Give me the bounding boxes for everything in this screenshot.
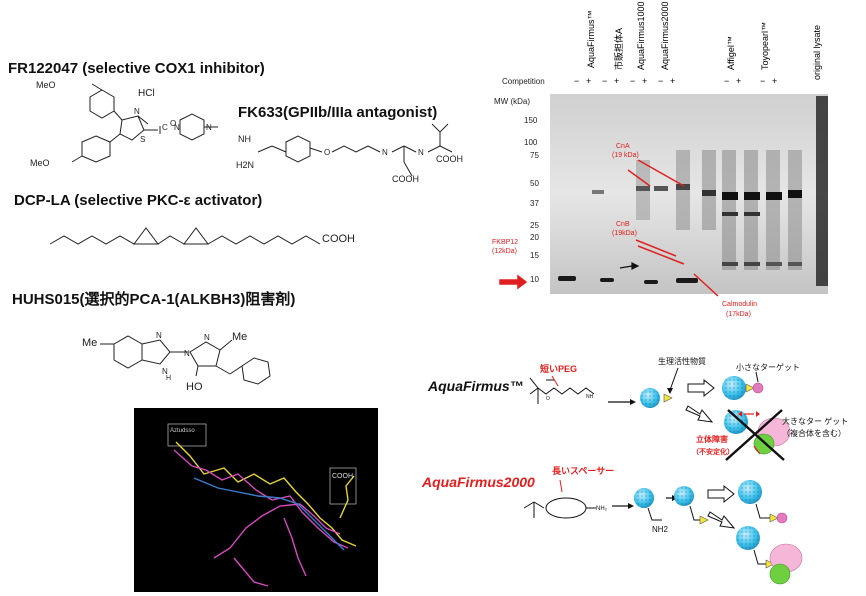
bioactive-label: 生理活性物質 [658, 356, 706, 366]
mw-50: 50 [530, 179, 539, 188]
fk-cooh-2: COOH [392, 174, 419, 184]
svg-text:N: N [156, 331, 162, 340]
short-peg-label: 短いPEG [540, 363, 577, 374]
lane-aquafirmus: AquaFirmus™ [586, 10, 596, 68]
sign: − [602, 76, 608, 86]
dcp-la-structure: COOH [49, 227, 355, 245]
h2n-label: H2N [236, 160, 254, 170]
calmodulin-label-line2: (17kDa) [726, 311, 751, 318]
mw-20: 20 [530, 233, 539, 242]
fkbp-label-line1: FKBP12 [492, 239, 518, 246]
competition-label: Competition [502, 77, 545, 86]
fk-cooh-1: COOH [436, 154, 463, 164]
lane-commercial-a: 市販担体A [614, 27, 624, 70]
svg-text:N: N [206, 123, 212, 132]
ome-label-2: MeO [30, 158, 50, 168]
fr122047-title: FR122047 (selective COX1 inhibitor) [8, 60, 265, 77]
cnb-label-line1: CnB [616, 221, 630, 228]
svg-text:N: N [134, 107, 140, 116]
dcp-cooh: COOH [322, 233, 355, 245]
molecular-overlay-image: Aztudsso COOH [134, 408, 378, 592]
sign: − [574, 76, 580, 86]
mw-25: 25 [530, 221, 539, 230]
gel-figure: AquaFirmus™ [492, 77, 828, 318]
svg-text:N: N [204, 333, 210, 342]
svg-text:N: N [174, 123, 180, 132]
svg-text:O: O [170, 119, 176, 128]
overlay-label-cooh: COOH [332, 473, 353, 480]
huhs015-structure: Me Me HO N N H N N [82, 331, 271, 393]
small-target-label: 小さなターゲット [736, 362, 800, 372]
svg-text:NH₂: NH₂ [596, 506, 608, 512]
lane-affigel: Affigel™ [726, 36, 736, 70]
svg-text:O: O [546, 396, 550, 402]
large-target-label-1: 大きなター ゲット [782, 416, 848, 426]
sign: − [630, 76, 636, 86]
huhs015-title: HUHS015(選択的PCA-1(ALKBH3)阻害剤) [12, 291, 296, 308]
hcl-label: HCl [138, 88, 155, 99]
sign: + [614, 76, 620, 86]
mw-axis-label: MW (kDa) [494, 97, 530, 106]
sign: + [586, 76, 592, 86]
mw-100: 100 [524, 138, 538, 147]
fkbp-label-line2: (12kDa) [492, 248, 517, 255]
sign: + [670, 76, 676, 86]
lane-original-lysate: original lysate [812, 24, 822, 80]
binding-scheme: O NH 生理活性物質 短いPEG 小さなターゲット 大きなター ゲット （複合… [523, 356, 848, 585]
svg-text:O: O [324, 148, 330, 157]
mw-10: 10 [530, 275, 539, 284]
sign: + [772, 76, 778, 86]
mw-75: 75 [530, 151, 539, 160]
competition-signs: − + − + − + − + − + − + [574, 76, 794, 88]
huhs-ho: HO [186, 381, 203, 393]
sign: − [658, 76, 664, 86]
calmodulin-label-line1: Calmodulin [722, 301, 757, 308]
lane-aquafirmus2000: AquaFirmus2000 [660, 1, 670, 70]
fr122047-structure: MeO MeO HCl N S C O N N [30, 80, 218, 168]
svg-text:N: N [184, 349, 190, 358]
large-target-label-2: （複合体を含む） [782, 428, 846, 438]
lane-toyopearl: Toyopearl™ [760, 21, 770, 70]
svg-text:NH: NH [586, 394, 594, 400]
fk633-title: FK633(GPIIb/IIIa antagonist) [238, 104, 438, 121]
long-spacer-label: 長いスペーサー [552, 466, 614, 476]
cna-label-line1: CnA [616, 143, 630, 150]
huhs-me-1: Me [82, 337, 97, 349]
svg-text:C: C [162, 123, 168, 132]
huhs-me-2: Me [232, 331, 247, 343]
aquafirmus2000-label: AquaFirmus2000 [422, 474, 535, 490]
aquafirmus-label: AquaFirmus™ [428, 378, 524, 394]
overlay-label-1: Aztudsso [170, 428, 195, 434]
svg-text:N: N [382, 148, 388, 157]
svg-text:H: H [166, 375, 171, 382]
svg-text:N: N [162, 367, 168, 376]
mw-37: 37 [530, 199, 539, 208]
nh-label: NH [238, 134, 251, 144]
fk633-structure: H2N NH O N N COOH COOH [236, 123, 463, 184]
cna-label-line2: (19 kDa) [612, 152, 639, 159]
ome-label-1: MeO [36, 80, 56, 90]
sign: + [642, 76, 648, 86]
lane-aquafirmus1000: AquaFirmus1000 [636, 1, 646, 70]
svg-text:S: S [140, 135, 145, 144]
svg-text:N: N [418, 148, 424, 157]
nh2-label: NH2 [652, 525, 669, 534]
cnb-label-line2: (19kDa) [612, 230, 637, 237]
dcp-la-title: DCP-LA (selective PKC-ε activator) [14, 192, 263, 209]
mw-150: 150 [524, 116, 538, 125]
sign: − [724, 76, 730, 86]
steric-label-2: （不安定化） [692, 447, 734, 456]
mw-15: 15 [530, 251, 539, 260]
sign: + [736, 76, 742, 86]
steric-label-1: 立体障害 [696, 434, 728, 444]
sign: − [760, 76, 766, 86]
